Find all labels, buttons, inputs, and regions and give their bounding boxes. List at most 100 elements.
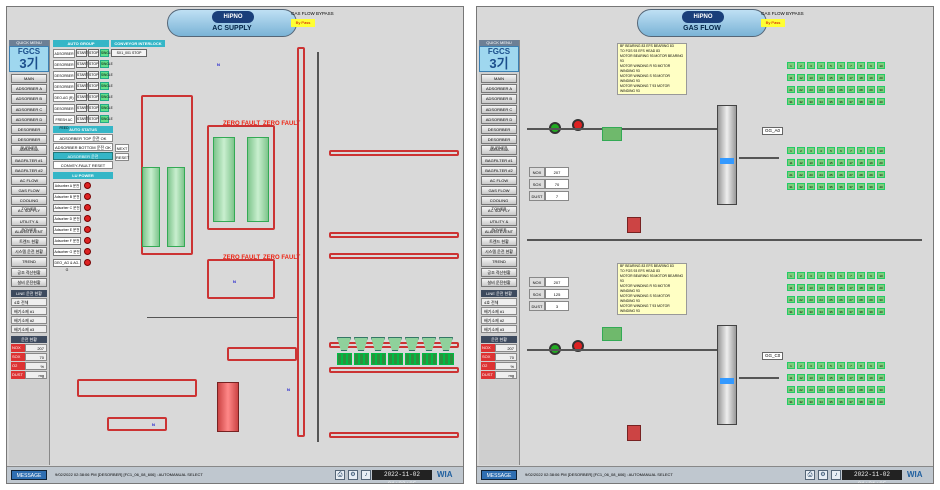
sidebar-item[interactable]: DESORBER BURNER xyxy=(11,135,47,150)
stop-button[interactable]: STOP xyxy=(88,71,99,79)
bypass-button[interactable]: By Pass xyxy=(761,19,785,27)
sidebar-item[interactable]: AC SUPPLY xyxy=(11,206,47,216)
sidebar-item[interactable]: ADSORBER B xyxy=(11,94,47,104)
line-item[interactable]: 4호 전체 xyxy=(481,297,517,306)
sidebar-item[interactable]: DESORBER BURNER xyxy=(481,135,517,150)
sidebar-item[interactable]: 공조 적산현황 xyxy=(481,267,517,277)
sidebar-item[interactable]: BAGFILTER #2 xyxy=(11,165,47,175)
sidebar-item[interactable]: COOLING TOWER xyxy=(11,196,47,211)
line-item[interactable]: 배기소제 #2 xyxy=(11,315,47,324)
sidebar-item[interactable]: ADSORBER D xyxy=(11,114,47,124)
sidebar-item[interactable]: BAGFILTER #2 xyxy=(481,165,517,175)
sound-icon[interactable]: ♪ xyxy=(831,470,841,480)
adsorber-cell: 2 xyxy=(797,272,805,279)
sidebar-item[interactable]: MAIN xyxy=(481,74,517,84)
next-button[interactable]: NEXT xyxy=(115,144,129,152)
sidebar-item[interactable]: COOLING TOWER xyxy=(481,196,517,211)
adsorber-cell: 2 xyxy=(797,62,805,69)
sidebar-item[interactable]: TREND xyxy=(481,257,517,267)
sidebar-item[interactable]: ADSORBER C xyxy=(11,104,47,114)
sidebar-item[interactable]: UTILITY & POWER xyxy=(11,216,47,232)
start-button[interactable]: START xyxy=(76,115,89,123)
sidebar-item[interactable]: ADSORBER A xyxy=(11,84,47,94)
sidebar-item[interactable]: 설비 운전현황 xyxy=(11,277,47,287)
sidebar-item[interactable]: AC FLOW xyxy=(481,175,517,186)
sidebar-item[interactable]: DESORBER xyxy=(11,124,47,135)
stat-key: NOX xyxy=(481,343,495,352)
stop-button[interactable]: STOP xyxy=(88,82,99,90)
adsorber-row: Adsorber A 운전 xyxy=(53,181,165,190)
tools-icon[interactable]: ⚙ xyxy=(818,470,828,480)
sidebar-item[interactable]: 시스템 운전 현황 xyxy=(11,247,47,257)
sidebar-item[interactable]: AMMONIA xyxy=(481,145,517,155)
quick-menu-title: QUICK MENU xyxy=(479,40,519,46)
start-button[interactable]: START xyxy=(76,82,89,90)
adsorber-cell: 7 xyxy=(847,62,855,69)
start-button[interactable]: START xyxy=(76,49,89,57)
fault-reset-button[interactable]: CONVEY-FAULT RESET xyxy=(53,161,113,169)
stop-button[interactable]: STOP xyxy=(88,60,99,68)
start-button[interactable]: START xyxy=(76,60,89,68)
adsorber-cell: 21 xyxy=(787,386,795,393)
unit-number: 3기 xyxy=(19,56,39,71)
adsorber-cell: 30 xyxy=(877,386,885,393)
stop-button[interactable]: STOP xyxy=(88,49,99,57)
start-button[interactable]: START xyxy=(76,71,89,79)
bypass-button[interactable]: By Pass xyxy=(291,19,315,27)
print-icon[interactable]: ⎙ xyxy=(805,470,815,480)
sidebar-item[interactable]: ADSORBER C xyxy=(481,104,517,114)
adsorber-cell: 28 xyxy=(857,296,865,303)
line-item[interactable]: 4호 전체 xyxy=(11,297,47,306)
adsorber-cell: 30 xyxy=(877,296,885,303)
conveyor-belt xyxy=(329,253,459,259)
sidebar-item[interactable]: 트렌드 현황 xyxy=(11,237,47,247)
line-item[interactable]: 배기소제 #1 xyxy=(481,306,517,315)
gas-duct xyxy=(527,128,717,130)
tools-icon[interactable]: ⚙ xyxy=(348,470,358,480)
stop-button[interactable]: STOP xyxy=(88,93,99,101)
line-item[interactable]: 배기소제 #3 xyxy=(11,324,47,333)
message-button[interactable]: MESSAGE xyxy=(11,470,47,480)
adsorber-cell: 22 xyxy=(797,386,805,393)
stop-button[interactable]: STOP xyxy=(88,104,99,112)
sidebar-item[interactable]: 공조 적산현황 xyxy=(11,267,47,277)
sidebar-item[interactable]: AC FLOW xyxy=(11,175,47,186)
start-button[interactable]: START xyxy=(76,104,89,112)
sidebar-item[interactable]: 트렌드 현황 xyxy=(481,237,517,247)
sidebar-item[interactable]: GAS FLOW xyxy=(481,186,517,196)
sidebar-item[interactable]: GAS FLOW xyxy=(11,186,47,196)
sidebar-item[interactable]: AC SUPPLY xyxy=(481,206,517,216)
sidebar-item[interactable]: TREND xyxy=(11,257,47,267)
sound-icon[interactable]: ♪ xyxy=(361,470,371,480)
sidebar: QUICK MENU FGCS 3기 MAIN ADSORBER A ADSOR… xyxy=(479,40,520,465)
bag-filter xyxy=(602,127,622,141)
reset-button[interactable]: RESET xyxy=(115,153,130,161)
valve-tag: N xyxy=(152,422,155,427)
message-button[interactable]: MESSAGE xyxy=(481,470,517,480)
line-item[interactable]: 배기소제 #3 xyxy=(481,324,517,333)
sidebar-item[interactable]: BAGFILTER #1 xyxy=(11,155,47,165)
stat-row: O2% xyxy=(481,361,517,370)
stop-button[interactable]: STOP xyxy=(88,115,99,123)
sidebar-item[interactable]: MAIN xyxy=(11,74,47,84)
sidebar-item[interactable]: ALARM EVENT xyxy=(481,226,517,236)
start-button[interactable]: START xyxy=(76,93,89,101)
line-item[interactable]: 배기소제 #1 xyxy=(11,306,47,315)
sidebar-item[interactable]: 설비 운전현황 xyxy=(481,277,517,287)
sidebar-item[interactable]: ADSORBER D xyxy=(481,114,517,124)
print-icon[interactable]: ⎙ xyxy=(335,470,345,480)
adsorber-cell: 18 xyxy=(857,159,865,166)
sidebar-item[interactable]: UTILITY & POWER xyxy=(481,216,517,232)
sidebar-item[interactable]: ADSORBER A xyxy=(481,84,517,94)
status-lamp-icon xyxy=(84,182,91,189)
sidebar-item[interactable]: DESORBER xyxy=(481,124,517,135)
stat-value: mg xyxy=(25,370,47,379)
sidebar-item[interactable]: 시스템 운전 현황 xyxy=(481,247,517,257)
sidebar-item[interactable]: AMMONIA xyxy=(11,145,47,155)
sidebar-item[interactable]: ALARM EVENT xyxy=(11,226,47,236)
adsorber-cell: 40 xyxy=(877,398,885,405)
sidebar-item[interactable]: BAGFILTER #1 xyxy=(481,155,517,165)
line-item[interactable]: 배기소제 #2 xyxy=(481,315,517,324)
sidebar-item[interactable]: ADSORBER B xyxy=(481,94,517,104)
